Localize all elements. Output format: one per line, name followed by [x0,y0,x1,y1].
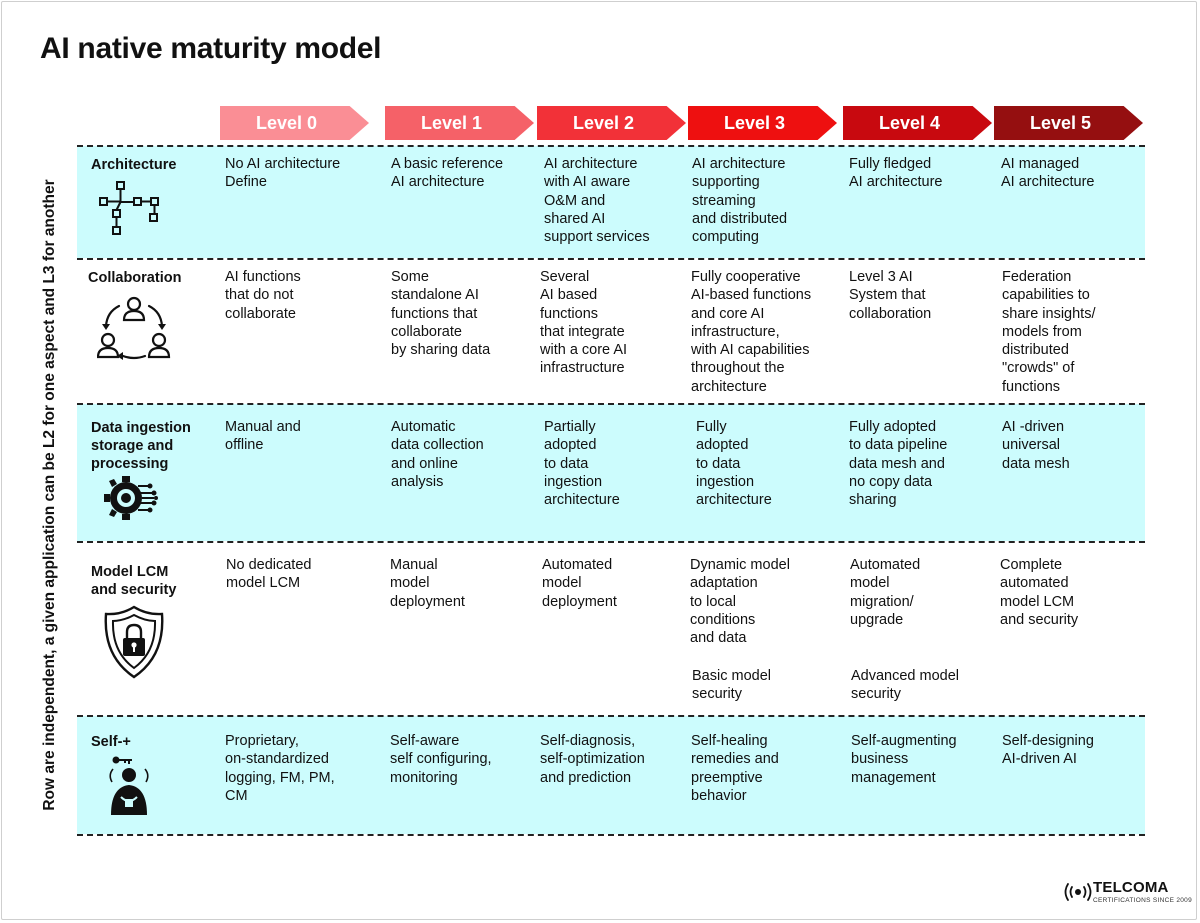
cell-collaboration-level-4: Level 3 AI System that collaboration [849,269,932,322]
level-3-header: Level 3 [688,106,837,140]
cell-model-lcm-level-0: No dedicated model LCM [226,557,312,592]
row-divider [77,403,1145,405]
level-1-header: Level 1 [385,106,534,140]
row-label-self: Self-+ [91,734,131,750]
logo-tagline: CERTIFICATIONS SINCE 2009 [1093,897,1193,904]
self-person-key-icon [109,756,149,815]
logo-name: TELCOMA [1093,879,1169,896]
cell-self-level-0: Proprietary, on-standardized logging, FM… [225,733,335,804]
cell-model-lcm-level-4: Automated model migration/ upgrade [850,557,921,628]
security-shield-lock-icon [104,605,164,679]
cell-architecture-level-4: Fully fledged AI architecture [849,156,943,191]
row-label-architecture: Architecture [91,157,177,173]
level-5-header: Level 5 [994,106,1143,140]
side-note-text: Row are independent, a given application… [41,179,58,811]
cell-data-ingestion-level-3: Fully adopted to data ingestion architec… [696,419,772,509]
row-divider [77,145,1145,147]
cell-collaboration-level-5: Federation capabilities to share insight… [1002,269,1096,395]
row-divider [77,715,1145,717]
telcoma-logo: TELCOMA CERTIFICATIONS SINCE 2009 [1064,879,1192,909]
broadcast-signal-icon [1064,883,1092,901]
cell-architecture-level-2: AI architecture with AI aware O&M and sh… [544,156,650,246]
row-band-architecture [77,146,1145,258]
cell-self-level-3: Self-healing remedies and preemptive beh… [691,733,779,804]
row-label-collaboration: Collaboration [88,270,182,286]
level-0-header: Level 0 [220,106,369,140]
cell-architecture-level-1: A basic reference AI architecture [391,156,504,191]
collaboration-people-cycle-icon [97,296,171,360]
level-4-header: Level 4 [843,106,992,140]
level-2-header: Level 2 [537,106,686,140]
cell-model-lcm-level-4-security: Advanced model security [851,668,960,703]
cell-model-lcm-level-2: Automated model deployment [542,557,617,610]
cell-self-level-4: Self-augmenting business management [851,733,957,786]
cell-data-ingestion-level-0: Manual and offline [225,419,301,454]
cell-architecture-level-5: AI managed AI architecture [1001,156,1095,191]
cell-collaboration-level-0: AI functions that do not collaborate [225,269,301,322]
page-title: AI native maturity model [40,32,382,65]
cell-architecture-level-3: AI architecture supporting streaming and… [692,156,788,246]
cell-architecture-level-0: No AI architecture Define [225,156,341,191]
cell-data-ingestion-level-2: Partially adopted to data ingestion arch… [544,419,620,509]
cell-model-lcm-level-3: Dynamic model adaptation to local condit… [690,557,790,647]
cell-model-lcm-level-3-security: Basic model security [692,668,771,703]
cell-data-ingestion-level-4: Fully adopted to data pipeline data mesh… [849,419,948,509]
row-divider [77,834,1145,836]
cell-self-level-2: Self-diagnosis, self-optimization and pr… [540,733,645,786]
row-label-data-ingestion: Data ingestion storage and processing [91,420,191,472]
cell-data-ingestion-level-1: Automatic data collection and online ana… [391,419,484,490]
row-band-data-ingestion [77,404,1145,541]
row-divider [77,541,1145,543]
row-label-model-lcm: Model LCM and security [91,564,177,598]
data-processing-gear-icon [104,476,158,520]
cell-data-ingestion-level-5: AI -driven universal data mesh [1002,419,1070,472]
cell-collaboration-level-1: Some standalone AI functions that collab… [391,269,491,359]
cell-self-level-1: Self-aware self configuring, monitoring [390,733,492,786]
cell-collaboration-level-3: Fully cooperative AI-based functions and… [691,269,812,395]
cell-self-level-5: Self-designing AI-driven AI [1002,733,1094,768]
architecture-tree-icon [99,181,159,235]
cell-model-lcm-level-5: Complete automated model LCM and securit… [1000,557,1079,628]
cell-model-lcm-level-1: Manual model deployment [390,557,465,610]
row-band-self [77,716,1145,834]
cell-collaboration-level-2: Several AI based functions that integrat… [540,269,628,377]
row-divider [77,258,1145,260]
